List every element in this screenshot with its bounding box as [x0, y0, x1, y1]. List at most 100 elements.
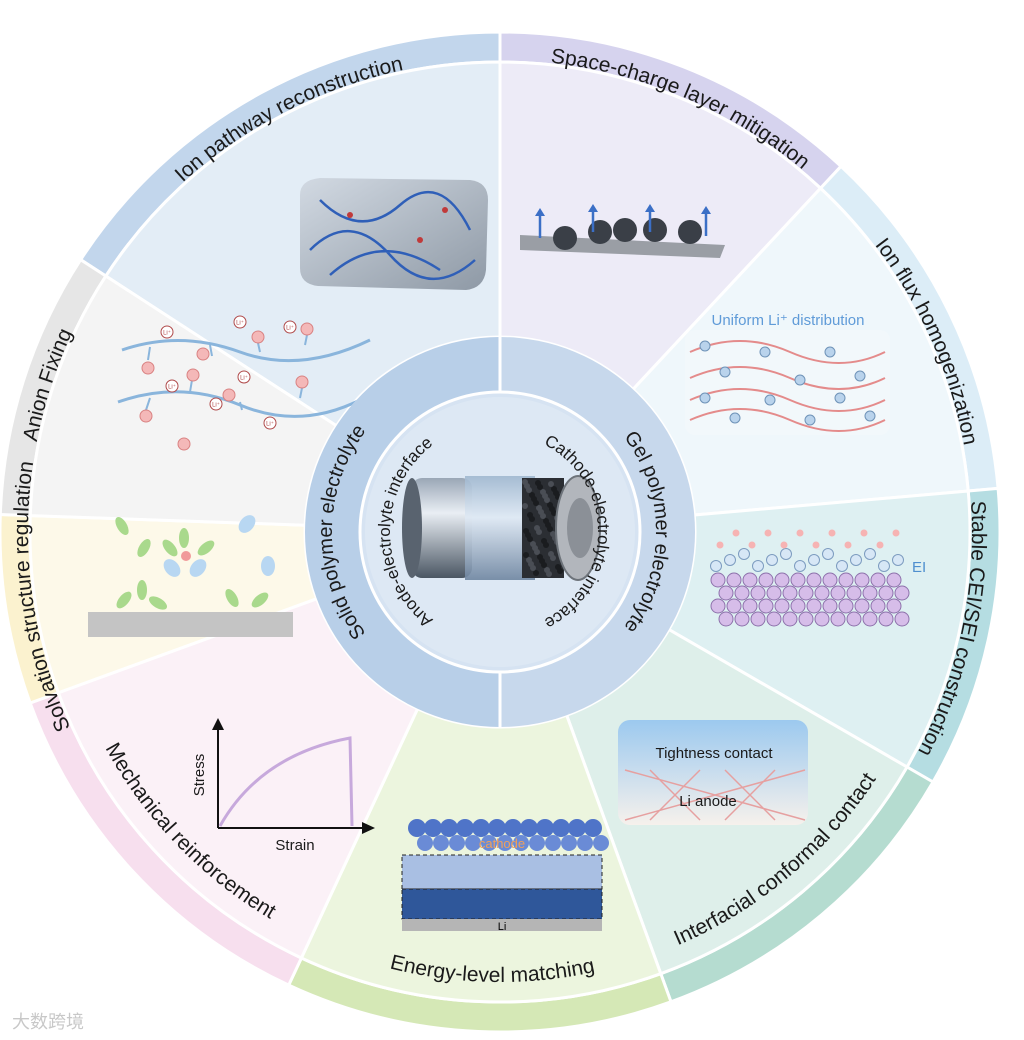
cei-particle — [854, 598, 870, 614]
ei-particle — [752, 560, 764, 572]
cei-particle — [814, 585, 830, 601]
li-ion-dot — [844, 541, 852, 549]
cathode-ball — [488, 819, 506, 837]
ei-particle — [738, 548, 750, 560]
cathode-grain — [537, 484, 543, 490]
li-ion-dot — [876, 541, 884, 549]
cei-particle — [798, 585, 814, 601]
cathode-ball — [520, 819, 538, 837]
ei-particle — [822, 548, 834, 560]
ei-particle — [836, 560, 848, 572]
cei-particle — [862, 611, 878, 627]
cathode-ball — [408, 819, 426, 837]
cathode-grain — [550, 555, 556, 561]
li-plus-text: Li⁺ — [163, 330, 171, 337]
li-ion-dot — [812, 541, 820, 549]
watermark-logo: 大数跨境 — [12, 1012, 84, 1033]
li-plus-text: Li⁺ — [212, 402, 220, 409]
cathode-grain — [548, 481, 554, 487]
cathode-grain — [533, 500, 539, 506]
li-plus-text: Li⁺ — [266, 421, 274, 428]
cathode-ball — [497, 835, 513, 851]
cei-particle — [886, 572, 902, 588]
cei-particle — [734, 585, 750, 601]
energy-level-illustration: cathode Li — [401, 819, 609, 933]
cei-particle — [862, 585, 878, 601]
cei-particle — [750, 611, 766, 627]
cathode-grain — [534, 549, 540, 555]
cathode-ball — [593, 835, 609, 851]
cathode-ball — [552, 819, 570, 837]
center-hub — [305, 337, 695, 727]
cei-particle — [790, 572, 806, 588]
cei-particle — [710, 572, 726, 588]
uniform-li-label: Uniform Li⁺ distribution — [712, 312, 865, 329]
ei-particle — [766, 554, 778, 566]
anion-fixing-illustration: Li⁺Li⁺Li⁺Li⁺Li⁺Li⁺Li⁺ — [117, 315, 371, 451]
cei-particle — [766, 611, 782, 627]
cathode-ball — [568, 819, 586, 837]
cei-particle — [886, 598, 902, 614]
cei-particle — [758, 572, 774, 588]
cei-sei-illustration — [710, 529, 910, 627]
cei-particle — [822, 598, 838, 614]
cathode-ball — [433, 835, 449, 851]
ei-particle — [724, 554, 736, 566]
cathode-ball — [545, 835, 561, 851]
ei-particle — [892, 554, 904, 566]
cathode-grain — [522, 503, 528, 509]
li-plus-badge — [165, 379, 179, 393]
li-plus-badge — [233, 315, 247, 329]
cei-particle — [878, 611, 894, 627]
cathode-ball — [481, 835, 497, 851]
cathode-grain — [546, 571, 552, 577]
space-charge-illustration — [520, 204, 725, 258]
li-ion-dot — [732, 529, 740, 537]
li-plus-badge — [283, 320, 297, 334]
cei-particle — [798, 611, 814, 627]
li-plus-text: Li⁺ — [168, 384, 176, 391]
cathode-grain — [536, 529, 542, 535]
cei-particle — [806, 572, 822, 588]
stress-strain-illustration: Stress Strain — [191, 718, 375, 854]
cei-particle — [782, 585, 798, 601]
ei-particle — [794, 560, 806, 572]
li-ion-dot — [892, 529, 900, 537]
cei-particle — [734, 611, 750, 627]
cathode-ball — [472, 819, 490, 837]
cathode-grain — [547, 526, 553, 532]
cathode-grain — [543, 542, 549, 548]
cei-particle — [878, 585, 894, 601]
cei-particle — [830, 611, 846, 627]
li-plus-badge — [263, 416, 277, 430]
cei-particle — [870, 598, 886, 614]
cathode-grain — [540, 513, 546, 519]
ei-particle — [878, 560, 890, 572]
cathode-grain — [557, 568, 563, 574]
li-label: Li — [498, 921, 507, 933]
cathode-label: cathode — [479, 836, 525, 851]
cathode-grain — [544, 497, 550, 503]
cathode-ball — [465, 835, 481, 851]
cathode-ball — [577, 835, 593, 851]
battery-cell-illustration — [402, 475, 601, 581]
cathode-grain — [527, 536, 533, 542]
cathode-grain — [526, 487, 532, 493]
cei-particle — [894, 611, 910, 627]
cathode-grain — [523, 552, 529, 558]
cathode-ball — [561, 835, 577, 851]
cathode-grain — [533, 570, 539, 576]
cei-particle — [790, 598, 806, 614]
li-ion-dot — [796, 529, 804, 537]
segment-illustrations: Uniform Li⁺ distribution EI Tightness co… — [88, 178, 926, 933]
li-plus-badge — [209, 397, 223, 411]
li-ion-dot — [780, 541, 788, 549]
cathode-ball — [504, 819, 522, 837]
li-plus-badge — [237, 370, 251, 384]
cei-particle — [710, 598, 726, 614]
li-plus-badge — [160, 325, 174, 339]
li-ion-dot — [828, 529, 836, 537]
cei-particle — [894, 585, 910, 601]
cathode-ball — [536, 819, 554, 837]
